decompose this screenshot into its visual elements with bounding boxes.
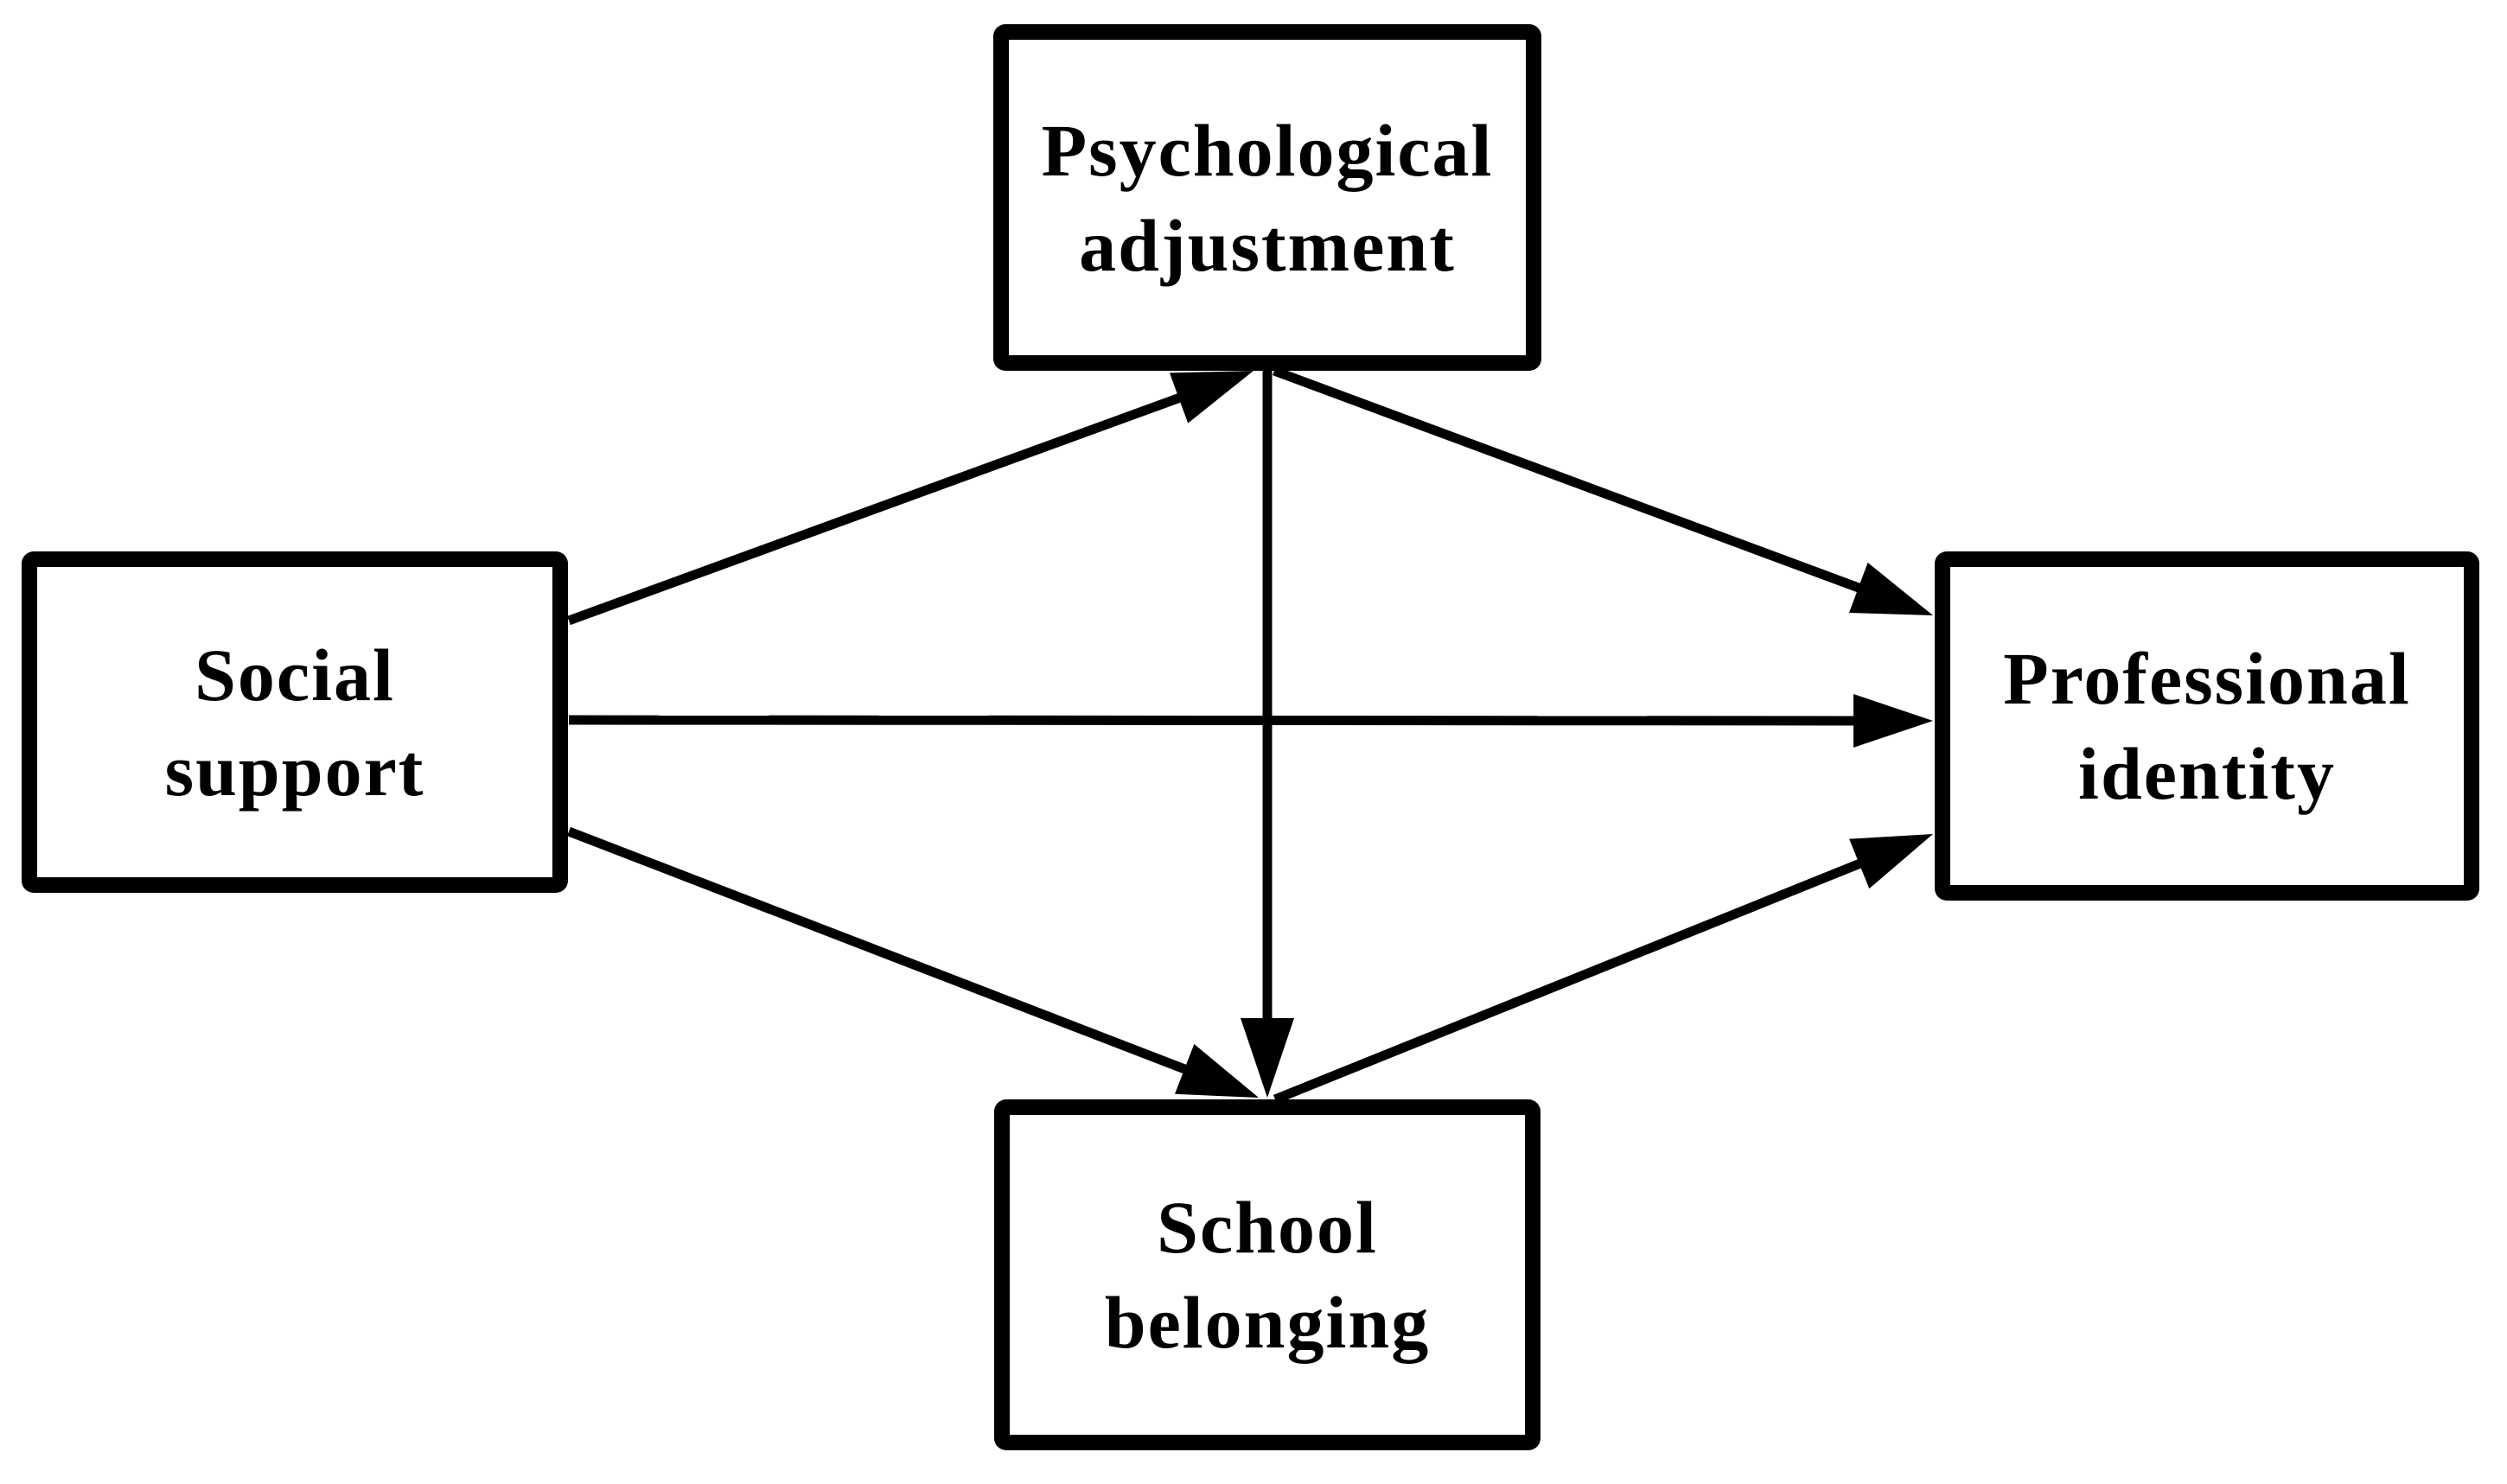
node-label-line: belonging bbox=[1104, 1281, 1431, 1364]
edge-line-social-to-school bbox=[567, 826, 1216, 1086]
node-social-support: Social support bbox=[22, 551, 568, 893]
node-label-line: School bbox=[1157, 1186, 1378, 1269]
arrowhead-icon-psychological-to-school bbox=[1241, 1018, 1294, 1098]
node-label-line: support bbox=[164, 728, 425, 812]
node-label-line: Psychological bbox=[1041, 108, 1494, 192]
node-school-belonging: School belonging bbox=[994, 1099, 1541, 1450]
node-label-line: identity bbox=[2078, 732, 2336, 815]
arrowhead-icon-psychological-to-professional bbox=[1848, 562, 1933, 615]
node-professional-identity: Professional identity bbox=[1935, 551, 2479, 901]
edge-line-social-to-professional bbox=[568, 715, 1885, 726]
edge-line-social-to-psychological bbox=[567, 382, 1211, 626]
arrowhead-icon-social-to-school bbox=[1175, 1043, 1259, 1098]
node-label-line: Social bbox=[195, 633, 395, 717]
node-psychological-adjustment: Psychological adjustment bbox=[993, 24, 1541, 371]
node-label-line: Professional bbox=[2003, 637, 2411, 720]
node-label-line: adjustment bbox=[1079, 203, 1456, 287]
arrowhead-icon-social-to-professional bbox=[1853, 693, 1933, 748]
edge-line-school-to-professional bbox=[1273, 847, 1891, 1105]
arrowhead-icon-school-to-professional bbox=[1849, 834, 1933, 889]
edge-line-psychological-to-professional bbox=[1273, 366, 1891, 603]
arrowhead-icon-social-to-psychological bbox=[1169, 371, 1254, 424]
